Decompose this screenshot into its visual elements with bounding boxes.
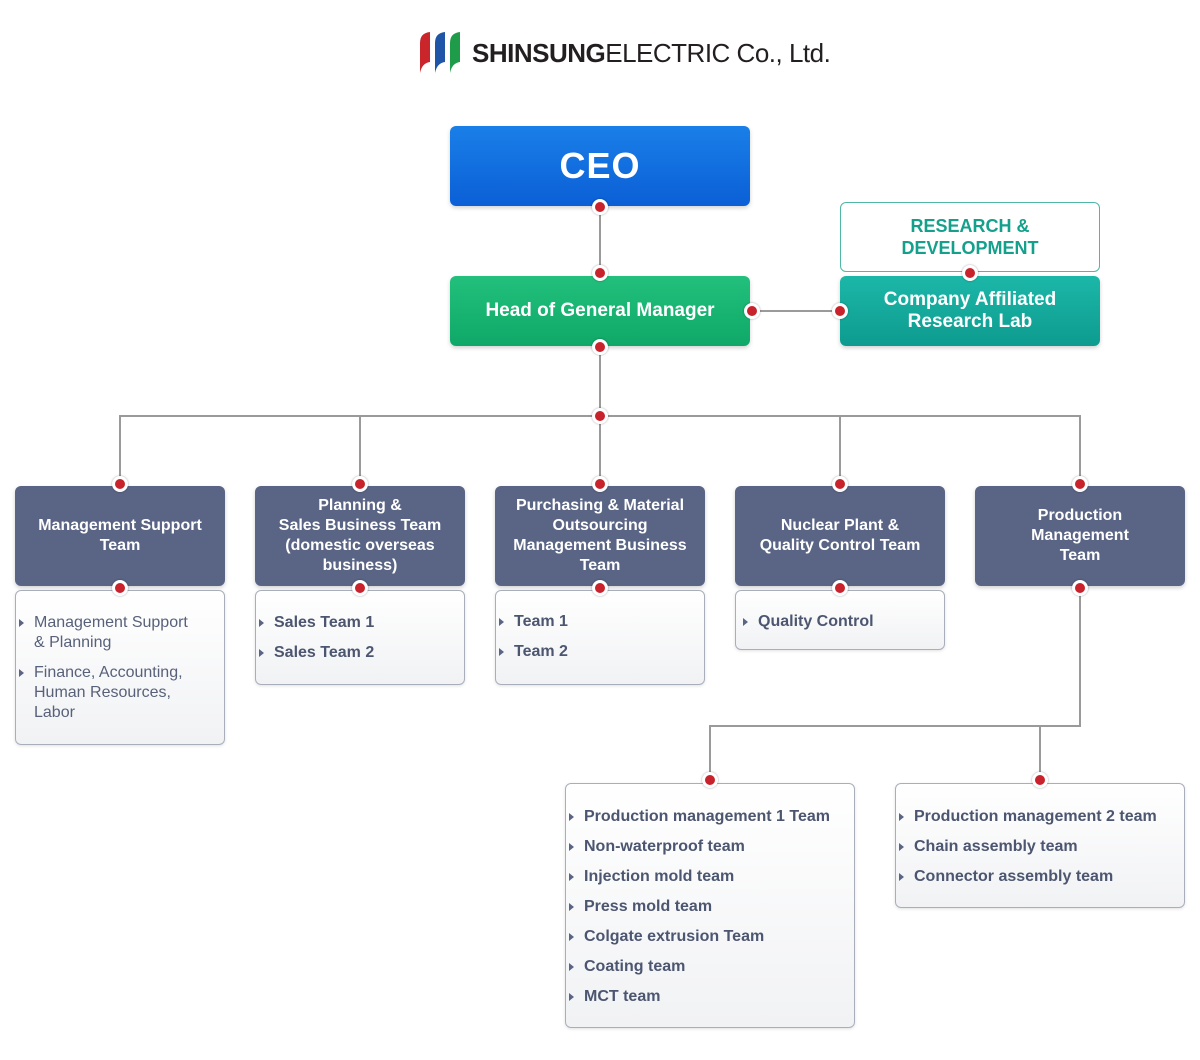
list-item: Press mold team xyxy=(569,897,844,917)
connector-dot xyxy=(352,580,368,596)
list-item: Finance, Accounting, Human Resources, La… xyxy=(19,663,214,723)
research-lab-box: Company Affiliated Research Lab xyxy=(840,276,1100,346)
logo-text: SHINSUNGELECTRIC Co., Ltd. xyxy=(472,37,831,69)
list-item: Team 1 xyxy=(499,612,694,632)
line-prod-drop-2 xyxy=(1039,725,1041,783)
list-item: Sales Team 1 xyxy=(259,613,454,633)
connector-dot xyxy=(702,772,718,788)
list-item: Team 2 xyxy=(499,642,694,662)
line-prod-drop-1 xyxy=(709,725,711,783)
line-head-lab xyxy=(750,310,840,312)
list-item: Production management 2 team xyxy=(899,807,1174,827)
connector-dot xyxy=(112,476,128,492)
card-planning-sales: Sales Team 1 Sales Team 2 xyxy=(255,590,465,685)
card-production-group-2: Production management 2 team Chain assem… xyxy=(895,783,1185,908)
connector-dot xyxy=(112,580,128,596)
dept-planning-sales: Planning & Sales Business Team (domestic… xyxy=(255,486,465,586)
connector-dot xyxy=(832,303,848,319)
card-nuclear-quality: Quality Control xyxy=(735,590,945,650)
line-prod-bus xyxy=(709,725,1081,727)
list-item: Non-waterproof team xyxy=(569,837,844,857)
connector-dot xyxy=(1072,476,1088,492)
connector-dot xyxy=(832,476,848,492)
dept-nuclear-quality: Nuclear Plant & Quality Control Team xyxy=(735,486,945,586)
connector-dot xyxy=(592,476,608,492)
connector-dot xyxy=(832,580,848,596)
connector-dot xyxy=(592,265,608,281)
dept-purchasing-material: Purchasing & Material Outsourcing Manage… xyxy=(495,486,705,586)
list-item: Management Support & Planning xyxy=(19,613,214,653)
connector-dot xyxy=(592,408,608,424)
list-item: Quality Control xyxy=(743,612,934,632)
card-management-support: Management Support & Planning Finance, A… xyxy=(15,590,225,745)
research-development-box: RESEARCH & DEVELOPMENT xyxy=(840,202,1100,272)
company-logo: SHINSUNGELECTRIC Co., Ltd. xyxy=(418,28,831,78)
connector-dot xyxy=(592,339,608,355)
connector-dot xyxy=(352,476,368,492)
list-item: Injection mold team xyxy=(569,867,844,887)
line-drop-3 xyxy=(599,415,601,486)
dept-production-management: Production Management Team xyxy=(975,486,1185,586)
list-item: Connector assembly team xyxy=(899,867,1174,887)
connector-dot xyxy=(962,265,978,281)
list-item: Production management 1 Team xyxy=(569,807,844,827)
ceo-box: CEO xyxy=(450,126,750,206)
list-item: Coating team xyxy=(569,957,844,977)
list-item: Sales Team 2 xyxy=(259,643,454,663)
line-head-bus xyxy=(599,346,601,416)
line-ceo-head xyxy=(599,206,601,276)
connector-dot xyxy=(1032,772,1048,788)
line-drop-2 xyxy=(359,415,361,486)
list-item: Colgate extrusion Team xyxy=(569,927,844,947)
line-prod-down xyxy=(1079,586,1081,726)
logo-mark-icon xyxy=(420,32,460,73)
logo-text-rest: ELECTRIC Co., Ltd. xyxy=(605,37,831,68)
line-drop-4 xyxy=(839,415,841,486)
card-production-group-1: Production management 1 Team Non-waterpr… xyxy=(565,783,855,1028)
head-general-manager-box: Head of General Manager xyxy=(450,276,750,346)
connector-dot xyxy=(1072,580,1088,596)
list-item: MCT team xyxy=(569,987,844,1007)
connector-dot xyxy=(592,199,608,215)
line-drop-5 xyxy=(1079,415,1081,486)
dept-management-support: Management Support Team xyxy=(15,486,225,586)
connector-dot xyxy=(744,303,760,319)
list-item: Chain assembly team xyxy=(899,837,1174,857)
card-purchasing-material: Team 1 Team 2 xyxy=(495,590,705,685)
logo-text-bold: SHINSUNG xyxy=(472,37,606,68)
connector-dot xyxy=(592,580,608,596)
line-drop-1 xyxy=(119,415,121,486)
